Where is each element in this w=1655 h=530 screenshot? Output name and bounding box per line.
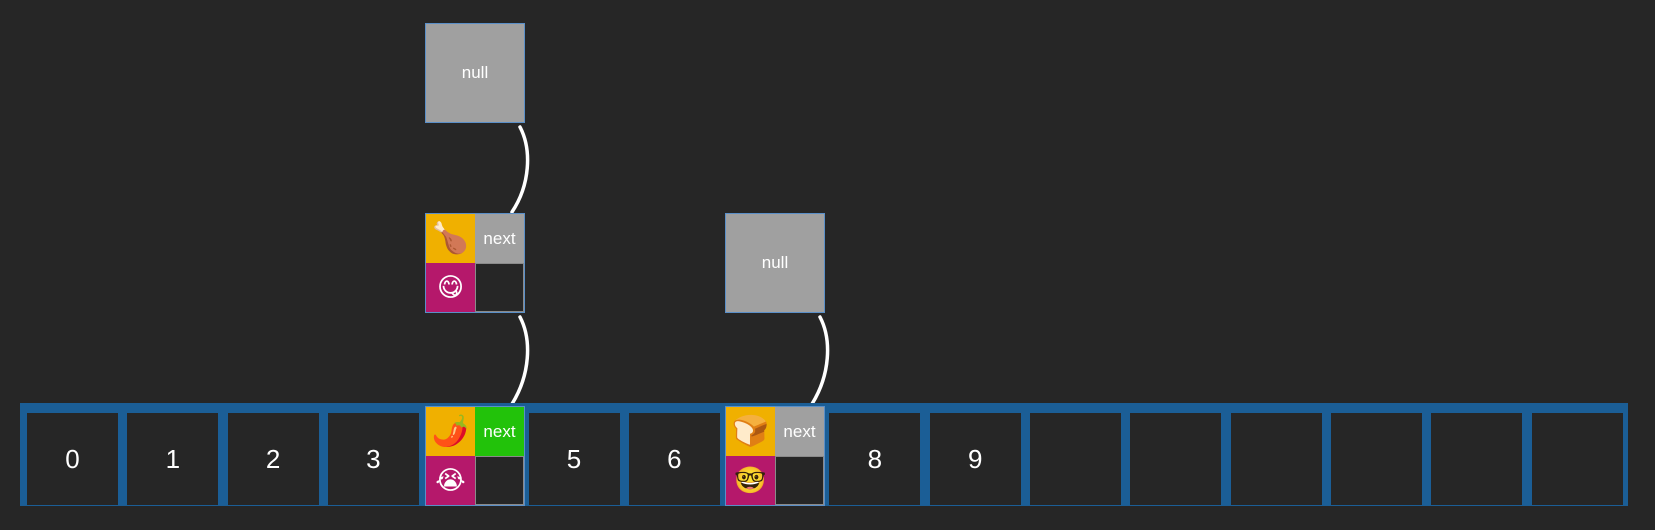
array-slot-2: 2	[227, 413, 319, 505]
array-slot-0: 0	[27, 413, 118, 505]
link-null-to-slot-7	[810, 315, 830, 406]
array-slot-11	[1130, 413, 1222, 505]
array-slot-12	[1230, 413, 1322, 505]
array-slot-5: 5	[528, 413, 620, 505]
array-slot-6: 6	[628, 413, 720, 505]
bread-icon: 🍞	[726, 407, 775, 456]
next-pointer-label: next	[775, 407, 824, 456]
array-slot-10	[1030, 413, 1121, 505]
array-slot-15	[1531, 413, 1623, 505]
chili-pepper-icon: 🌶️	[426, 407, 475, 456]
chain-node-bucket-4-head: 🌶️ next 😭	[425, 406, 525, 506]
empty-cell	[475, 456, 524, 505]
nerd-face-icon: 🤓	[726, 456, 775, 505]
crying-face-icon: 😭	[426, 456, 475, 505]
next-pointer-label-active: next	[475, 407, 524, 456]
chain-node-bucket-4-second: 🍗 next 😋	[425, 213, 525, 313]
array-slot-3: 3	[327, 413, 419, 505]
null-node-bucket-4: null	[425, 23, 525, 123]
next-pointer-label: next	[475, 214, 524, 263]
array-slot-1: 1	[127, 413, 219, 505]
array-slot-13	[1330, 413, 1422, 505]
chain-node-bucket-7-head: 🍞 next 🤓	[725, 406, 825, 506]
chicken-leg-icon: 🍗	[426, 214, 475, 263]
link-node-a-to-slot-4	[510, 315, 530, 406]
null-node-bucket-7: null	[725, 213, 825, 313]
array-slot-9: 9	[929, 413, 1021, 505]
array-slot-8: 8	[829, 413, 921, 505]
yum-face-icon: 😋	[426, 263, 475, 312]
link-null-to-node-a	[510, 125, 530, 214]
empty-cell	[475, 263, 524, 312]
empty-cell	[775, 456, 824, 505]
array-slot-14	[1431, 413, 1523, 505]
